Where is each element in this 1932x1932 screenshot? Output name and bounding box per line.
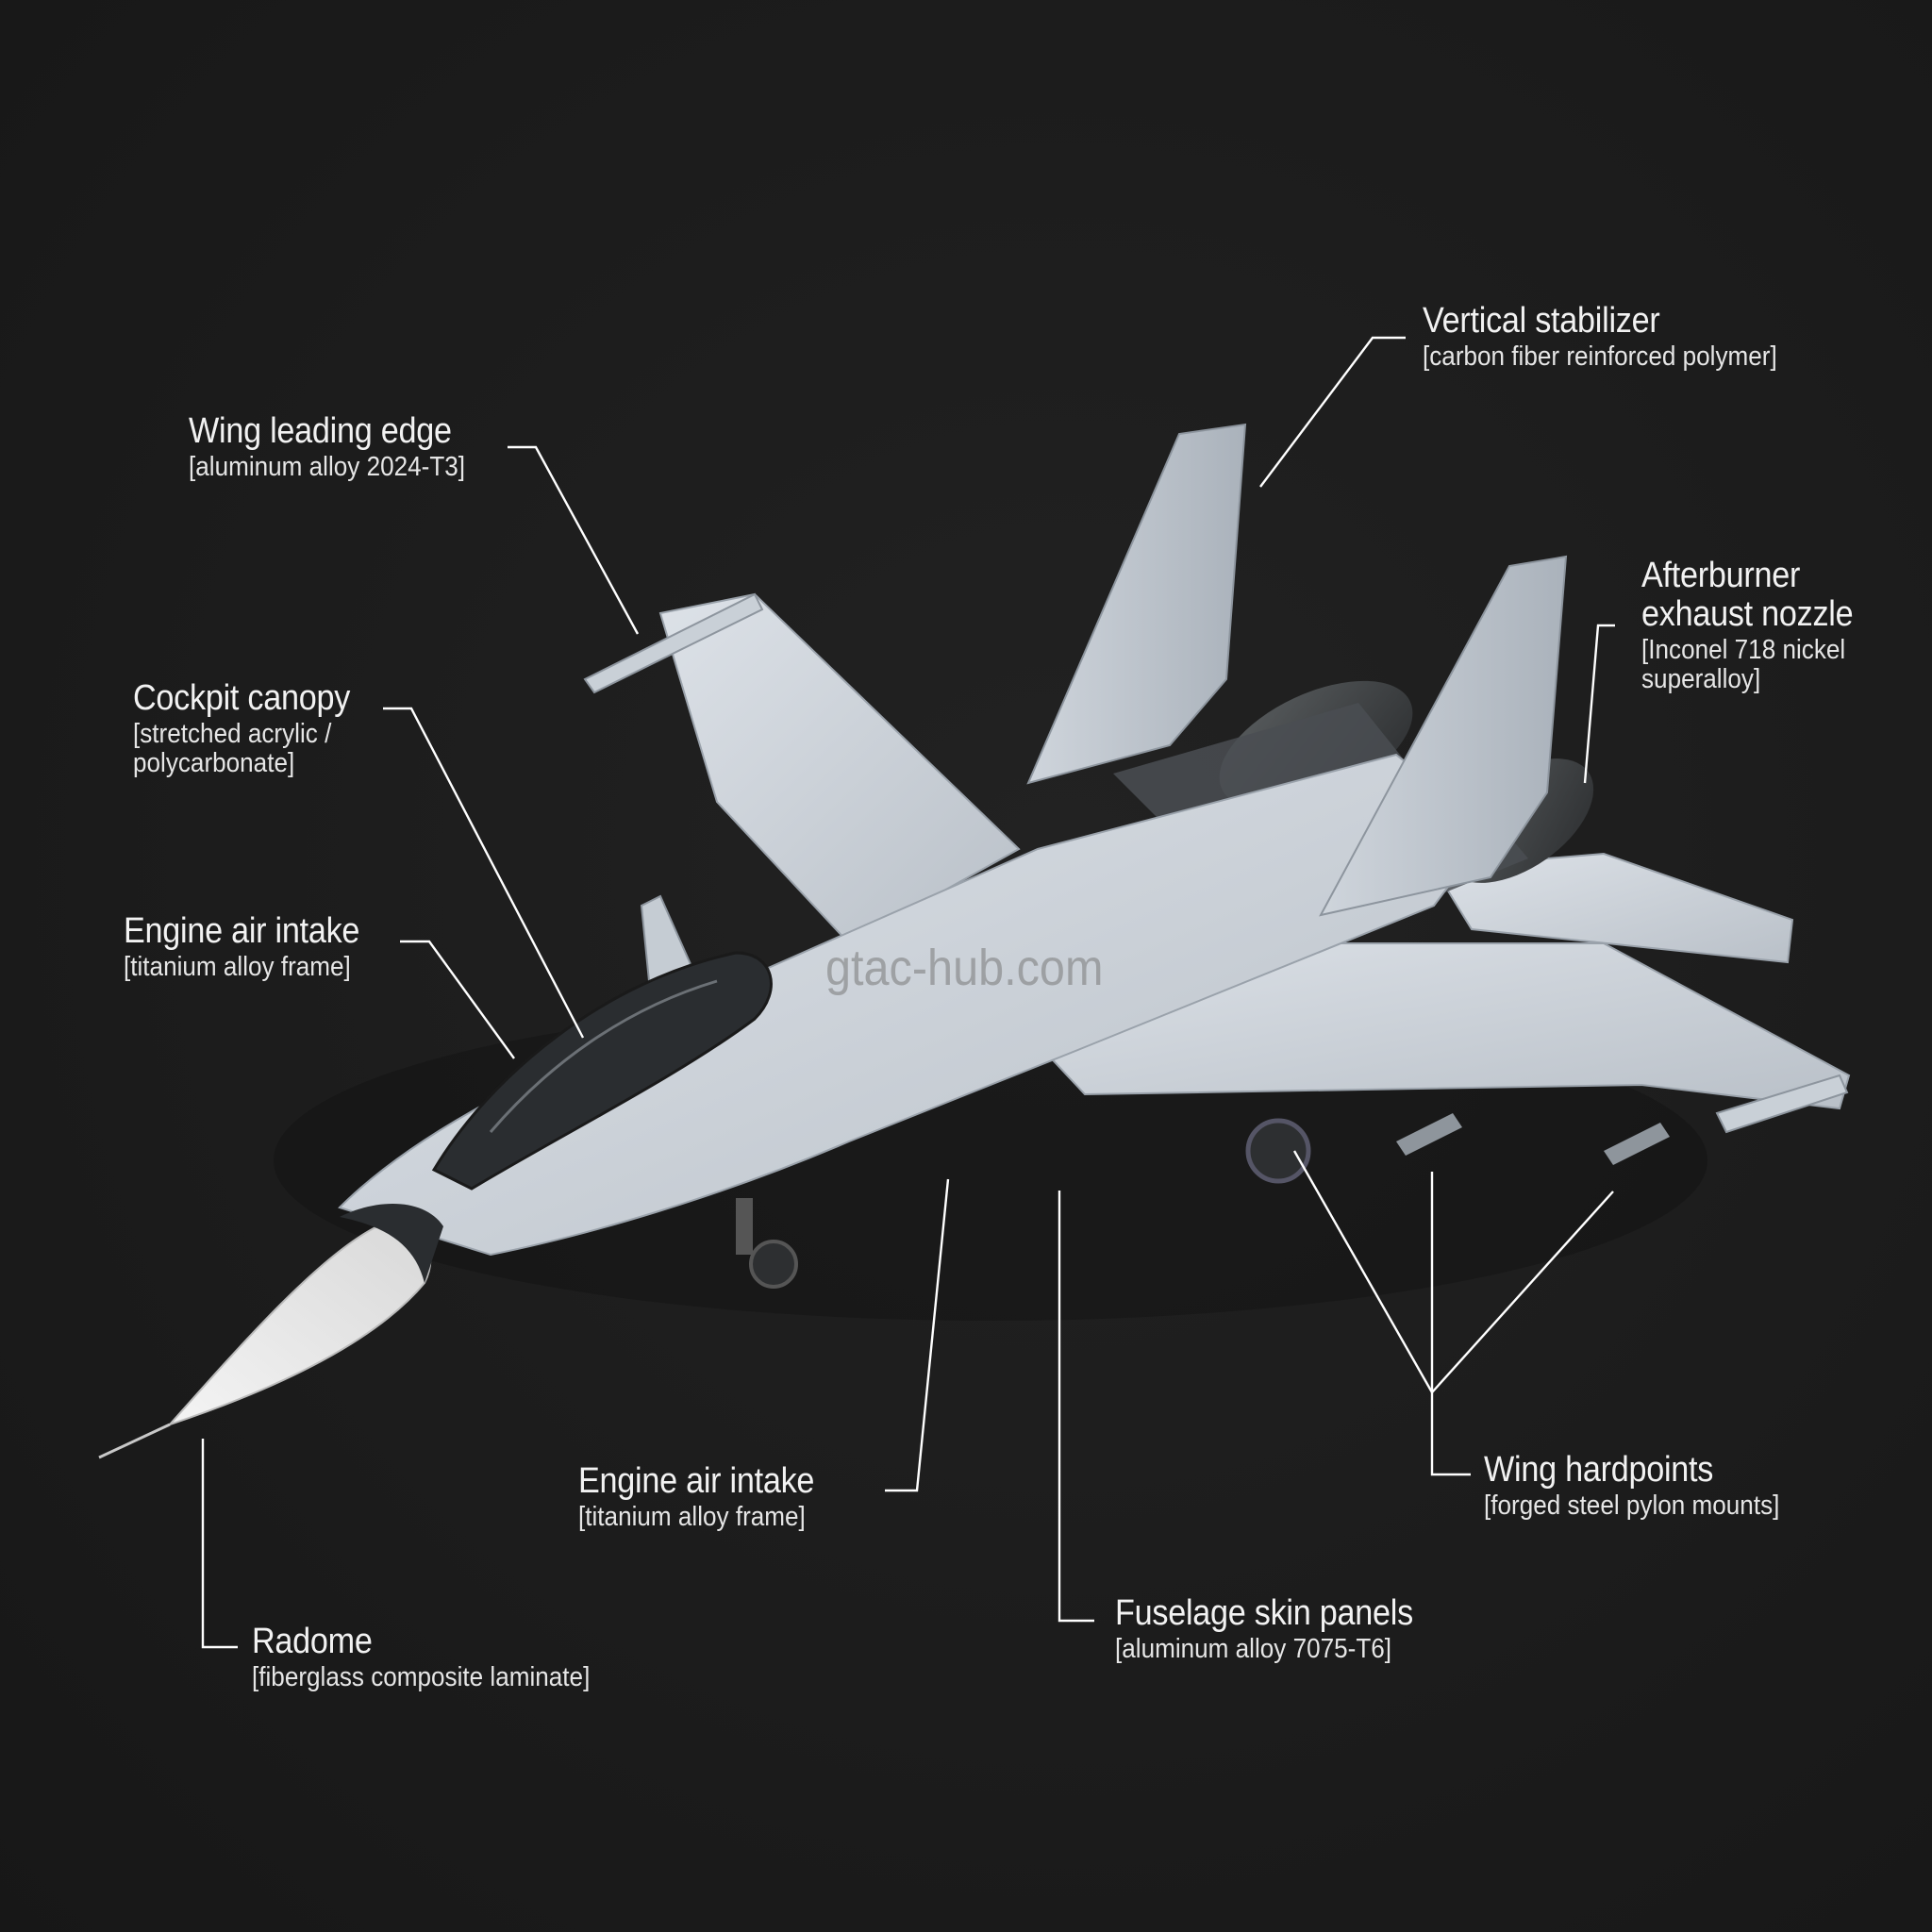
callout-material: [carbon fiber reinforced polymer] [1423, 341, 1777, 373]
callout-vertical-stabilizer: Vertical stabilizer [carbon fiber reinfo… [1423, 301, 1816, 373]
leader-line-radome [201, 1439, 238, 1649]
callout-title: Wing leading edge [189, 411, 452, 451]
callout-wing-leading-edge: Wing leading edge [aluminum alloy 2024-T… [189, 411, 496, 483]
callout-afterburner-exhaust-nozzle: Afterburner exhaust nozzle [Inconel 718 … [1641, 556, 1876, 695]
left-vertical-stabilizer [1026, 423, 1247, 785]
callout-material: [titanium alloy frame] [578, 1502, 806, 1533]
leader-line-fuselage-panels [1058, 1191, 1094, 1623]
callout-title: Radome [252, 1622, 373, 1661]
callout-material: [fiberglass composite laminate] [252, 1662, 591, 1693]
callout-title: Vertical stabilizer [1423, 301, 1660, 341]
cockpit-canopy-shape [431, 951, 773, 1191]
callout-title: Engine air intake [578, 1461, 815, 1501]
callout-title: Cockpit canopy [133, 678, 351, 718]
leader-line-engine-intake-left [400, 940, 515, 1059]
callout-material: [forged steel pylon mounts] [1484, 1491, 1780, 1522]
callout-title: Afterburner exhaust nozzle [1641, 556, 1854, 635]
callout-material: [aluminum alloy 2024-T3] [189, 452, 466, 483]
callout-material: [aluminum alloy 7075-T6] [1115, 1634, 1392, 1665]
callout-radome: Radome [fiberglass composite laminate] [252, 1622, 627, 1693]
callout-wing-hardpoints: Wing hardpoints [forged steel pylon moun… [1484, 1450, 1812, 1522]
leader-line-wing-leading-edge [508, 445, 640, 635]
leader-line-wing-hardpoints [1430, 1392, 1471, 1476]
watermark: gtac-hub.com [825, 940, 1104, 996]
callout-engine-air-intake-left: Engine air intake [titanium alloy frame] [124, 911, 386, 983]
leader-line-vertical-stabilizer [1259, 336, 1406, 488]
leader-line-engine-intake-bottom [885, 1178, 950, 1492]
leader-line-cockpit-canopy [383, 707, 585, 1039]
callout-title: Wing hardpoints [1484, 1450, 1714, 1490]
callout-fuselage-skin-panels: Fuselage skin panels [aluminum alloy 707… [1115, 1593, 1446, 1665]
callout-cockpit-canopy: Cockpit canopy [stretched acrylic / poly… [133, 678, 375, 779]
right-stabilator [1432, 852, 1794, 964]
right-vertical-stabilizer [1319, 555, 1568, 917]
callout-material: [stretched acrylic / polycarbonate] [133, 719, 332, 779]
callout-title: Fuselage skin panels [1115, 1593, 1413, 1633]
callout-title: Engine air intake [124, 911, 360, 951]
leader-line-afterburner-nozzle [1583, 624, 1615, 784]
callout-material: [titanium alloy frame] [124, 952, 351, 983]
callout-engine-air-intake-bottom: Engine air intake [titanium alloy frame] [578, 1461, 841, 1533]
callout-material: [Inconel 718 nickel superalloy] [1641, 635, 1846, 695]
